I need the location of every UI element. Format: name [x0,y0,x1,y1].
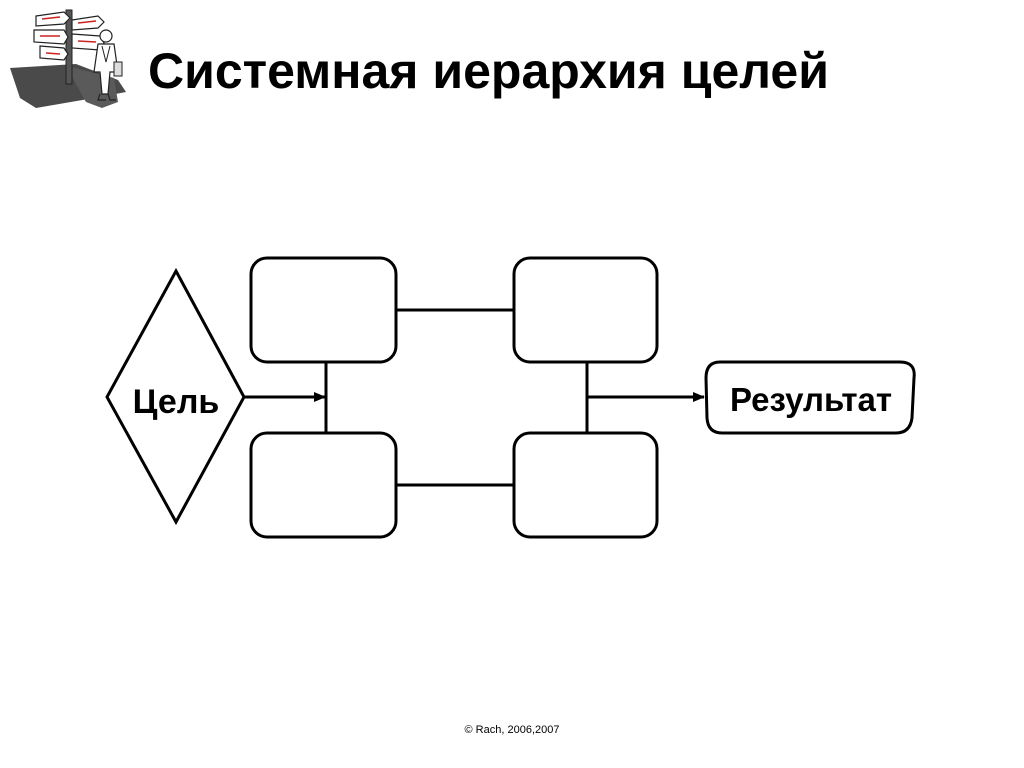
signpost-with-person-icon [10,9,126,108]
goal-label: Цель [133,383,220,421]
subgoal-box-top-right [512,256,659,364]
subgoal-box-top-left [249,256,398,364]
copyright-footer: © Rach, 2006,2007 [464,724,560,736]
goal-diamond [105,267,246,526]
slide-title: Системная иерархия целей [148,43,829,99]
result-label: Результат [730,381,892,418]
result-box [704,360,916,435]
subgoal-box-bottom-left [249,431,398,539]
subgoal-box-bottom-right [512,431,659,539]
